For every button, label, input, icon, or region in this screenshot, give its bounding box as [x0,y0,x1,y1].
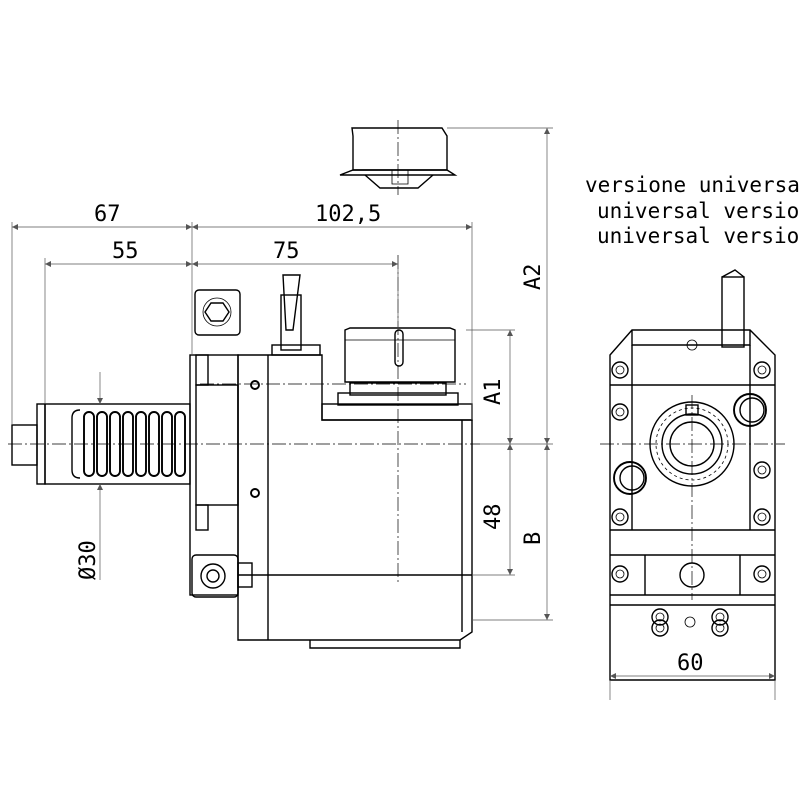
dim-102-5: 102,5 [315,202,381,227]
dim-diameter-30: Ø30 [76,540,101,580]
note-line-1: versione universale [585,173,800,197]
dim-a2: A2 [521,264,546,291]
dim-55: 55 [112,239,139,264]
dim-67: 67 [94,202,121,227]
top-view [339,120,458,195]
dim-a1: A1 [481,379,506,406]
side-view [8,255,480,649]
bolt-holes [611,339,771,637]
note-line-3: universal version [597,224,800,248]
dimension-lines [11,127,776,700]
note-line-2: universal version [597,199,800,223]
dim-75: 75 [273,239,300,264]
dim-b: B [521,532,546,545]
dim-60: 60 [677,651,704,676]
dim-48: 48 [481,504,506,531]
front-view [600,269,785,681]
